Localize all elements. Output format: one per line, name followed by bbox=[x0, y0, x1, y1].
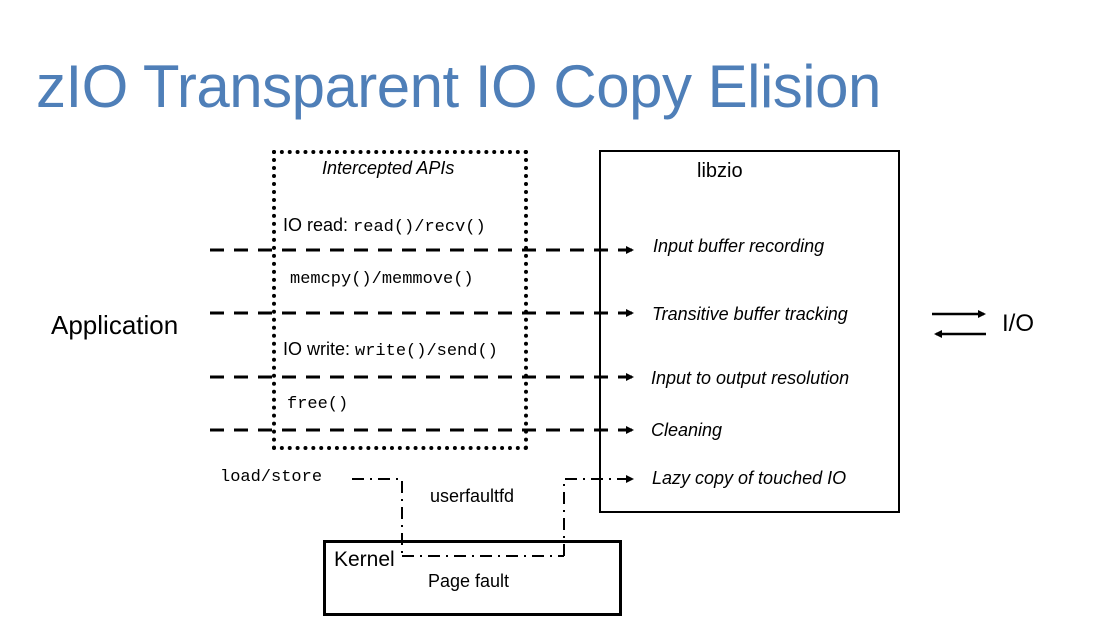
intercepted-apis-box bbox=[272, 150, 528, 450]
io-read-code: read()/recv() bbox=[353, 218, 486, 237]
fault-path-to-kernel bbox=[352, 478, 403, 556]
fault-path-to-libzio bbox=[563, 475, 634, 556]
userfaultfd-label: userfaultfd bbox=[430, 486, 515, 506]
libzio-title: libzio bbox=[697, 160, 743, 182]
libzio-item-transitive-tracking: Transitive buffer tracking bbox=[652, 304, 848, 324]
application-label: Application bbox=[51, 310, 179, 340]
io-label: I/O bbox=[1002, 310, 1035, 337]
io-write-row: IO write: write()/send() bbox=[283, 339, 498, 361]
libzio-item-lazy-copy: Lazy copy of touched IO bbox=[652, 468, 847, 488]
free-code: free() bbox=[287, 395, 349, 414]
libzio-box bbox=[599, 150, 900, 513]
libzio-item-input-output-resolution: Input to output resolution bbox=[651, 368, 850, 388]
slide-title: zIO Transparent IO Copy Elision bbox=[36, 53, 881, 120]
intercepted-apis-title: Intercepted APIs bbox=[322, 158, 455, 178]
libzio-item-input-recording: Input buffer recording bbox=[653, 236, 825, 256]
libzio-item-cleaning: Cleaning bbox=[651, 420, 723, 440]
io-read-label: IO read: bbox=[283, 215, 349, 235]
io-write-code: write()/send() bbox=[355, 342, 498, 361]
io-read-row: IO read: read()/recv() bbox=[283, 215, 486, 237]
memcpy-code: memcpy()/memmove() bbox=[290, 270, 474, 289]
page-fault-label: Page fault bbox=[428, 571, 510, 591]
kernel-title: Kernel bbox=[334, 548, 395, 571]
io-write-label: IO write: bbox=[283, 339, 351, 359]
load-store-label: load/store bbox=[220, 468, 323, 487]
kernel-box bbox=[323, 540, 622, 616]
